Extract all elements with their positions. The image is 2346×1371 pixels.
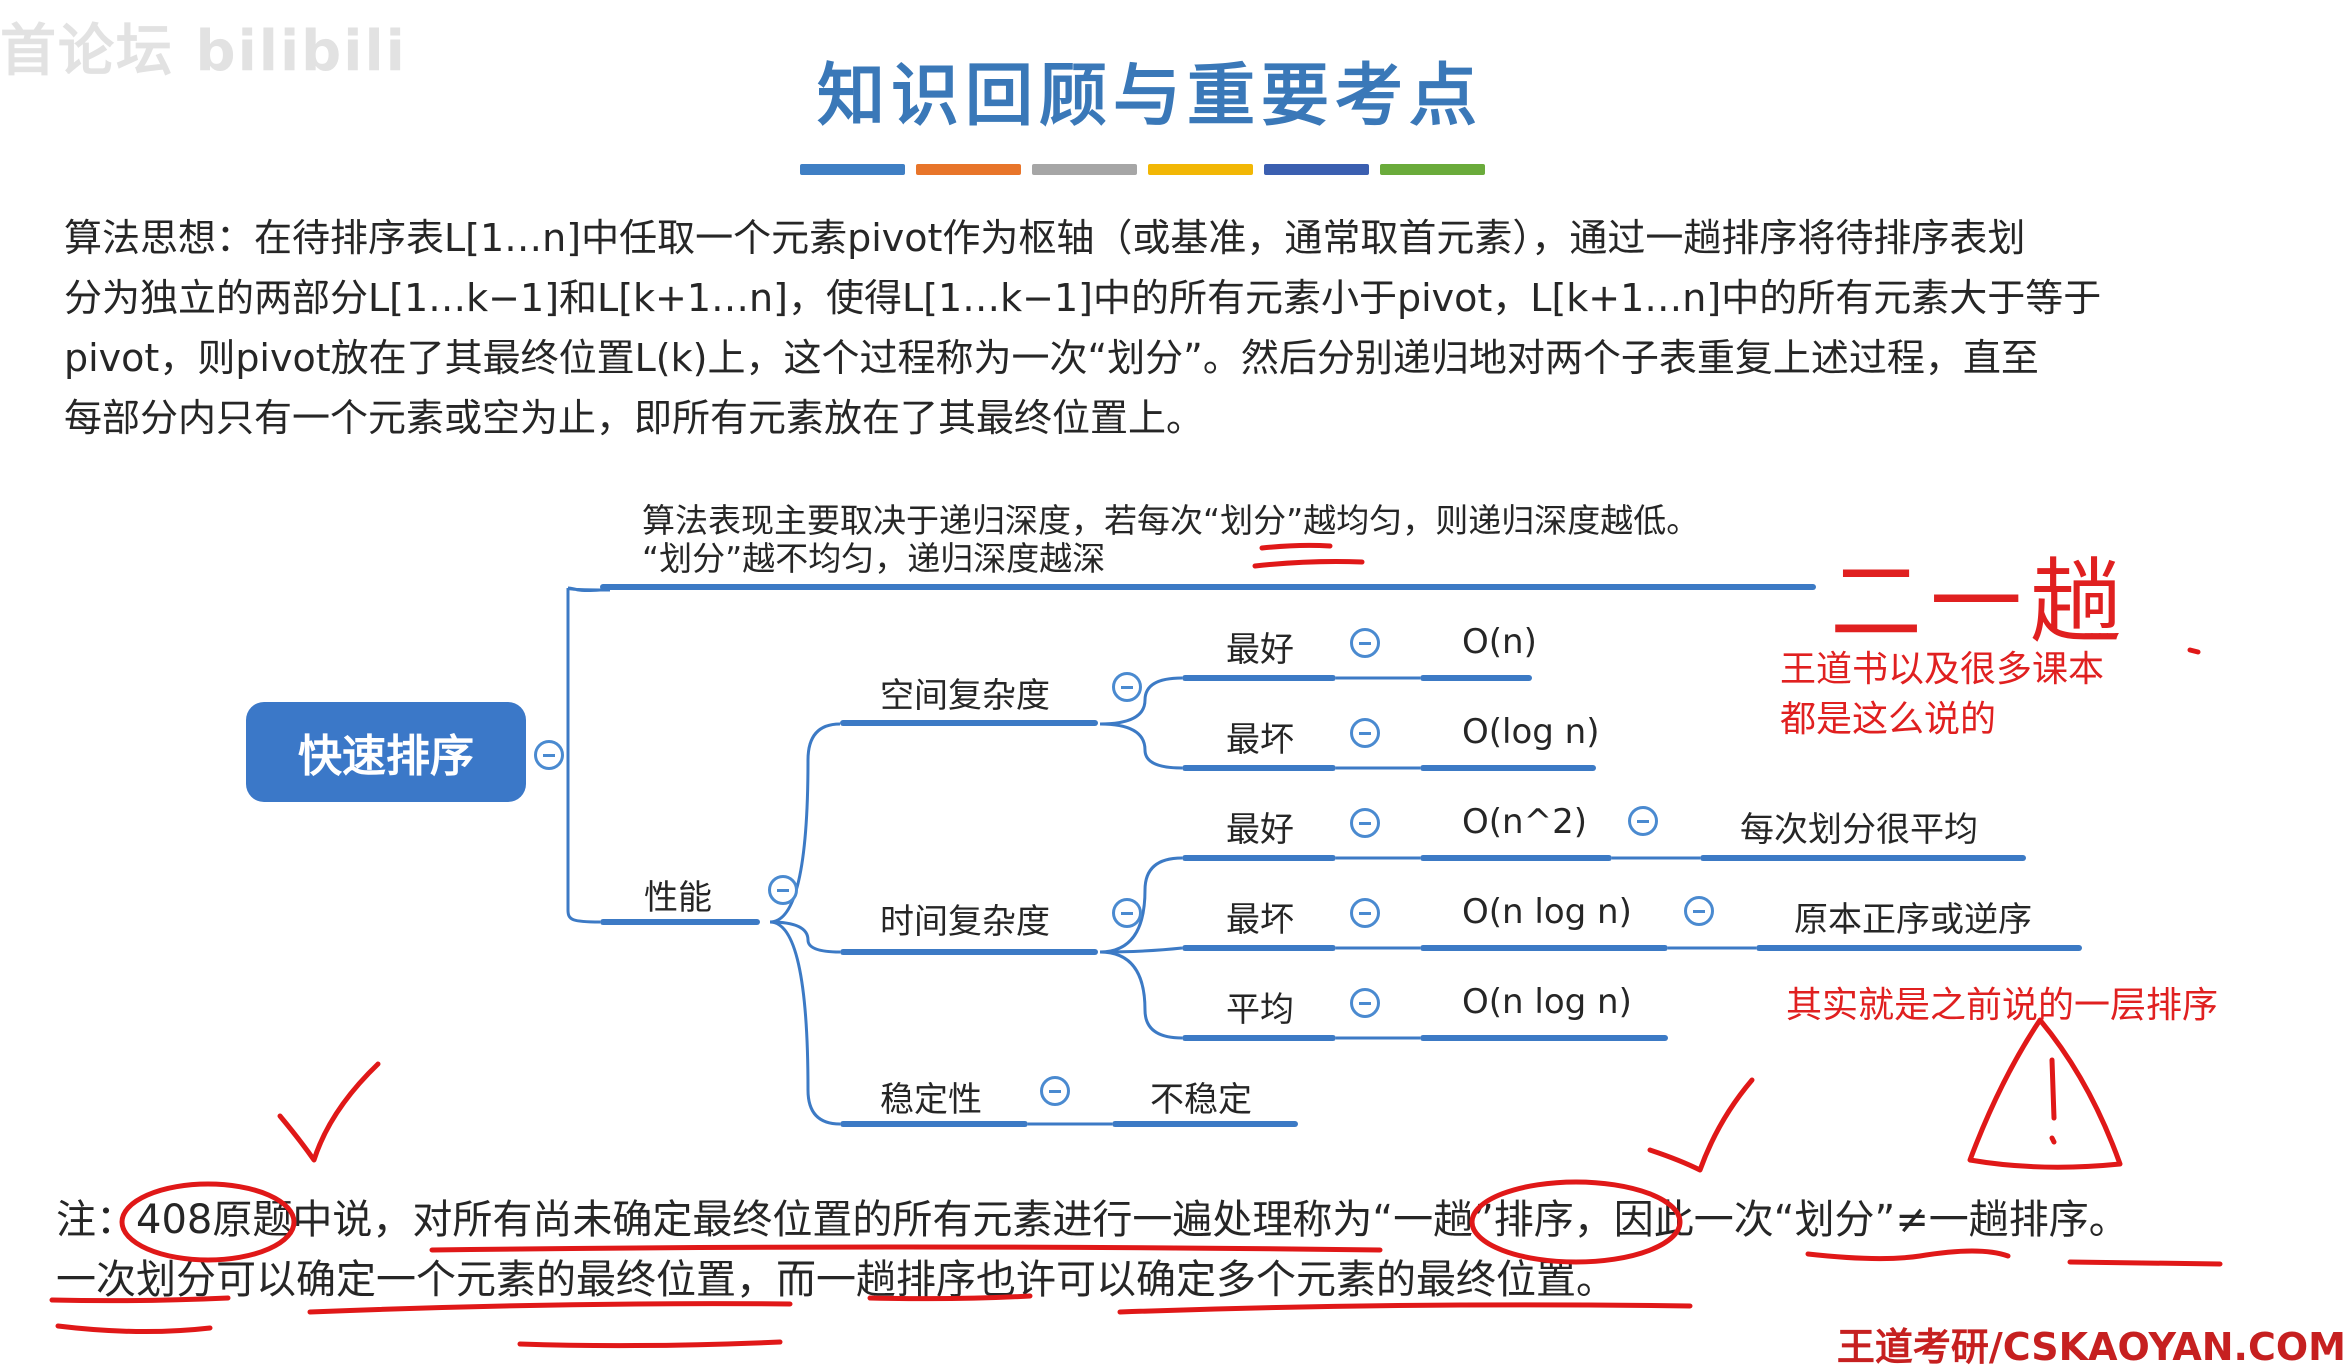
time-avg-underline <box>1182 1035 1336 1041</box>
recursion-note-line2: “划分”越不均匀，递归深度越深 <box>642 539 1106 578</box>
space-best-value-underline <box>1420 675 1532 681</box>
time-worst-value: O(n log n) <box>1462 892 1632 932</box>
intro-line: pivot，则pivot放在了其最终位置L(k)上，这个过程称为一次“划分”。然… <box>64 336 2039 380</box>
collapse-toggle-time-worst[interactable] <box>1350 898 1380 928</box>
time-best-note: 每次划分很平均 <box>1740 810 1978 850</box>
collapse-toggle-time-worst-value[interactable] <box>1684 896 1714 926</box>
time-worst-underline <box>1182 945 1336 951</box>
stability-value-underline <box>1112 1121 1298 1127</box>
space-worst-label: 最坏 <box>1226 720 1294 760</box>
accent-bar-4 <box>1148 164 1253 175</box>
footer-note: 注：408原题中说，对所有尚未确定最终位置的所有元素进行一遍处理称为“一趟”排序… <box>56 1190 2129 1310</box>
root-node-quicksort: 快速排序 <box>246 702 526 802</box>
brand-watermark: 王道考研/CSKAOYAN.COM <box>1836 1325 2346 1369</box>
time-best-label: 最好 <box>1226 810 1294 850</box>
stability-underline <box>840 1121 1028 1127</box>
recursion-note-line1: 算法表现主要取决于递归深度，若每次“划分”越均匀，则递归深度越低。 <box>642 501 1700 540</box>
time-best-note-underline <box>1700 855 2026 861</box>
intro-line: 分为独立的两部分L[1…k−1]和L[k+1…n]，使得L[1…k−1]中的所有… <box>64 276 2102 320</box>
book-note-line1: 王道书以及很多课本 <box>1780 649 2105 690</box>
collapse-toggle-space[interactable] <box>1112 672 1142 702</box>
stability-value: 不稳定 <box>1150 1080 1252 1120</box>
space-best-value: O(n) <box>1462 622 1537 662</box>
collapse-toggle-stability[interactable] <box>1040 1076 1070 1106</box>
space-complexity-underline <box>840 720 1098 726</box>
time-worst-note-underline <box>1756 945 2082 951</box>
intro-line: 每部分内只有一个元素或空为止，即所有元素放在了其最终位置上。 <box>64 396 1205 440</box>
accent-bar-6 <box>1380 164 1485 175</box>
time-best-value-underline <box>1420 855 1612 861</box>
space-best-label: 最好 <box>1226 630 1294 670</box>
time-avg-value-underline <box>1420 1035 1668 1041</box>
algorithm-description: 算法思想：在待排序表L[1…n]中任取一个元素pivot作为枢轴（或基准，通常取… <box>64 208 2284 448</box>
recursion-note-underline <box>600 584 1816 590</box>
footer-note-line2: 一次划分可以确定一个元素的最终位置，而一趟排序也许可以确定多个元素的最终位置。 <box>56 1257 1616 1303</box>
time-avg-value: O(n log n) <box>1462 982 1632 1022</box>
time-avg-label: 平均 <box>1226 990 1294 1030</box>
space-worst-value: O(log n) <box>1462 712 1600 752</box>
space-worst-underline <box>1182 765 1336 771</box>
time-best-underline <box>1182 855 1336 861</box>
intro-line: 算法思想：在待排序表L[1…n]中任取一个元素pivot作为枢轴（或基准，通常取… <box>64 216 2026 260</box>
collapse-toggle-time-avg[interactable] <box>1350 988 1380 1018</box>
collapse-toggle-time[interactable] <box>1112 898 1142 928</box>
time-best-value: O(n^2) <box>1462 802 1587 842</box>
accent-bar-3 <box>1032 164 1137 175</box>
space-complexity-node: 空间复杂度 <box>880 676 1050 716</box>
collapse-toggle-time-best[interactable] <box>1350 808 1380 838</box>
collapse-toggle-performance[interactable] <box>768 875 798 905</box>
page-title: 知识回顾与重要考点 <box>816 57 1483 136</box>
time-worst-note: 原本正序或逆序 <box>1794 900 2032 940</box>
watermark-logo: 首论坛 bilibili <box>0 19 407 84</box>
space-best-underline <box>1182 675 1336 681</box>
handwritten-yi-tang: 二一趟 <box>1830 549 2131 656</box>
performance-underline <box>600 919 760 925</box>
space-worst-value-underline <box>1420 765 1596 771</box>
accent-bar-1 <box>800 164 905 175</box>
accent-bar-5 <box>1264 164 1369 175</box>
footer-note-line1: 注：408原题中说，对所有尚未确定最终位置的所有元素进行一遍处理称为“一趟”排序… <box>56 1197 2129 1243</box>
collapse-toggle-space-worst[interactable] <box>1350 718 1380 748</box>
stability-node: 稳定性 <box>880 1080 982 1120</box>
collapse-toggle-root[interactable] <box>534 740 564 770</box>
collapse-toggle-space-best[interactable] <box>1350 628 1380 658</box>
collapse-toggle-time-best-value[interactable] <box>1628 806 1658 836</box>
time-worst-value-underline <box>1420 945 1668 951</box>
layer-sort-note: 其实就是之前说的一层排序 <box>1786 985 2219 1026</box>
time-complexity-underline <box>840 949 1098 955</box>
time-worst-label: 最坏 <box>1226 900 1294 940</box>
book-note-line2: 都是这么说的 <box>1780 699 1997 740</box>
time-complexity-node: 时间复杂度 <box>880 902 1050 942</box>
accent-bar-2 <box>916 164 1021 175</box>
performance-node: 性能 <box>644 878 712 918</box>
